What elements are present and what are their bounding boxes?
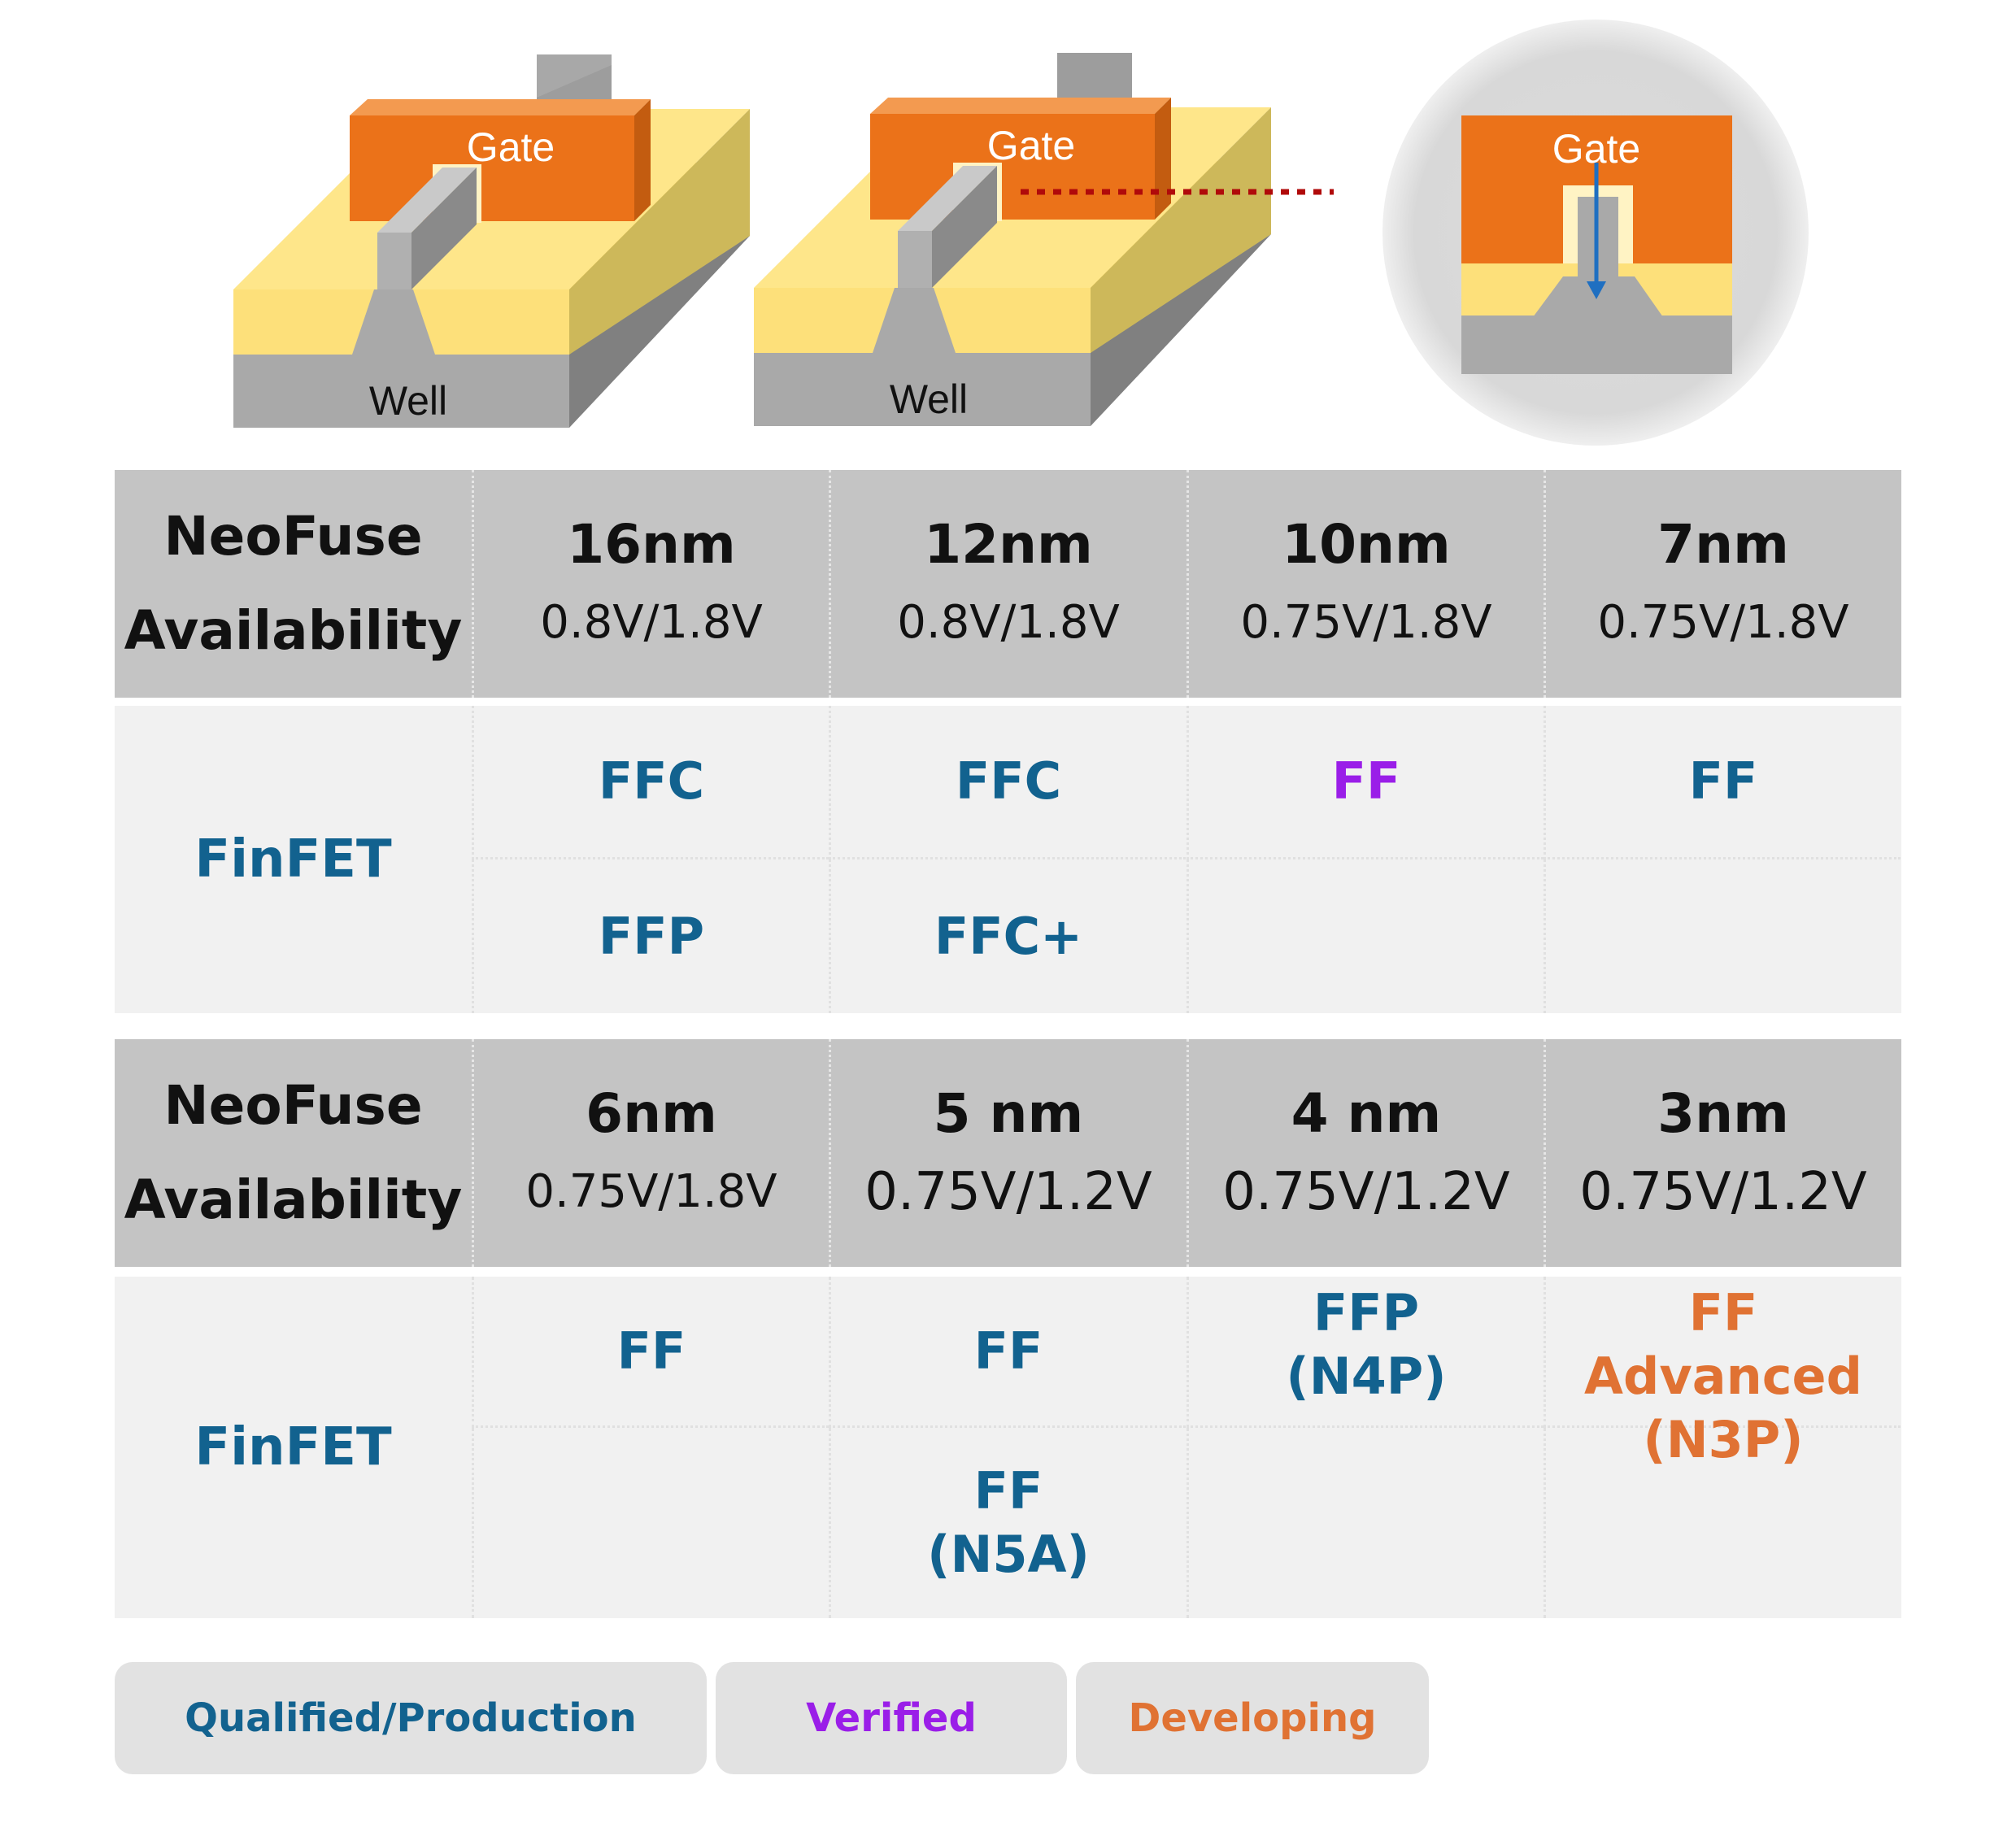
voltage-label: 0.8V/1.8V (897, 596, 1120, 649)
process-name: FF Advanced (1584, 1283, 1862, 1406)
node-column-header: 7nm 0.75V/1.8V (1544, 470, 1901, 698)
header-label-availability: Availability (124, 599, 463, 662)
row-label-finfet: FinFET (194, 829, 392, 890)
node-label: 16nm (567, 513, 736, 576)
process-name: FFC (955, 751, 1062, 811)
process-cell: FFC+ (829, 859, 1186, 1013)
finfet-diagrams: Gate Well Gate Well Gate (233, 20, 1809, 446)
process-name: FFP (598, 906, 705, 966)
gate-label-middle: Gate (987, 123, 1075, 168)
process-name: FFC (598, 751, 705, 811)
process-variant: (N5A) (927, 1525, 1090, 1584)
process-cell (1187, 859, 1544, 1013)
finfet-3d-diagram-left: Gate Well (233, 54, 750, 428)
voltage-label: 0.75V/1.2V (1579, 1162, 1867, 1222)
process-cell (472, 1428, 829, 1618)
process-name: FFC+ (934, 906, 1083, 966)
gate-label-cross-section: Gate (1552, 126, 1640, 172)
process-cell: FF(N5A) (829, 1428, 1186, 1618)
process-cell (1544, 1428, 1901, 1618)
legend-verified: Verified (716, 1662, 1067, 1774)
header-label-cell: NeoFuse Availability (115, 1039, 472, 1267)
process-cell: FF Advanced(N3P) (1544, 1277, 1901, 1469)
process-cell: FFC (472, 706, 829, 859)
voltage-label: 0.75V/1.2V (1222, 1162, 1510, 1222)
legend-developing: Developing (1076, 1662, 1429, 1774)
table-body: FinFET FFC FFC FF FF FFP FFC+ (115, 706, 1901, 1013)
node-column-header: 16nm 0.8V/1.8V (472, 470, 829, 698)
node-label: 4 nm (1291, 1082, 1442, 1145)
process-cell: FF (1187, 706, 1544, 859)
header-label-cell: NeoFuse Availability (115, 470, 472, 698)
node-column-header: 10nm 0.75V/1.8V (1187, 470, 1544, 698)
node-column-header: 12nm 0.8V/1.8V (829, 470, 1186, 698)
process-cell (1187, 1428, 1544, 1618)
gate-label-left: Gate (467, 124, 555, 170)
table-header-row: NeoFuse Availability 6nm 0.75V/1.8V 5 nm… (115, 1039, 1901, 1267)
node-column-header: 5 nm 0.75V/1.2V (829, 1039, 1186, 1267)
legend-qualified-production: Qualified/Production (115, 1662, 707, 1774)
process-name: FFP (1313, 1283, 1420, 1342)
voltage-label: 0.75V/1.8V (525, 1165, 777, 1218)
process-cell: FFP (472, 859, 829, 1013)
process-name: FF (973, 1321, 1043, 1381)
header-label-neofuse: NeoFuse (163, 1074, 423, 1137)
node-label: 5 nm (933, 1082, 1084, 1145)
process-cell: FFP(N4P) (1187, 1277, 1544, 1428)
node-label: 6nm (586, 1082, 717, 1145)
table-body: FinFET FF FF FFP(N4P) FF Advanced(N3P) F… (115, 1277, 1901, 1618)
node-column-header: 4 nm 0.75V/1.2V (1187, 1039, 1544, 1267)
process-cell: FF (829, 1277, 1186, 1428)
header-label-neofuse: NeoFuse (163, 505, 423, 568)
process-cell: FF (1544, 706, 1901, 859)
node-label: 12nm (924, 513, 1093, 576)
process-name: FF (1331, 751, 1401, 811)
process-cell: FFC (829, 706, 1186, 859)
process-variant: (N3P) (1643, 1410, 1804, 1469)
header-label-availability: Availability (124, 1168, 463, 1231)
well-label-middle: Well (890, 376, 968, 422)
voltage-label: 0.75V/1.8V (1597, 596, 1849, 649)
node-column-header: 3nm 0.75V/1.2V (1544, 1039, 1901, 1267)
node-label: 7nm (1657, 513, 1789, 576)
process-cell: FF (472, 1277, 829, 1428)
process-cell (1544, 859, 1901, 1013)
process-variant: (N4P) (1286, 1347, 1447, 1406)
node-label: 3nm (1657, 1082, 1789, 1145)
table-header-row: NeoFuse Availability 16nm 0.8V/1.8V 12nm… (115, 470, 1901, 698)
node-label: 10nm (1282, 513, 1451, 576)
voltage-label: 0.8V/1.8V (540, 596, 763, 649)
process-name: FF (616, 1321, 686, 1381)
well-label-left: Well (369, 378, 447, 424)
process-name: FF (973, 1461, 1043, 1521)
finfet-cross-section: Gate (1382, 20, 1809, 446)
node-column-header: 6nm 0.75V/1.8V (472, 1039, 829, 1267)
voltage-label: 0.75V/1.2V (864, 1162, 1152, 1222)
row-label-finfet: FinFET (194, 1417, 392, 1477)
finfet-3d-diagram-middle: Gate Well (754, 53, 1334, 426)
process-name: FF (1688, 751, 1758, 811)
voltage-label: 0.75V/1.8V (1240, 596, 1492, 649)
